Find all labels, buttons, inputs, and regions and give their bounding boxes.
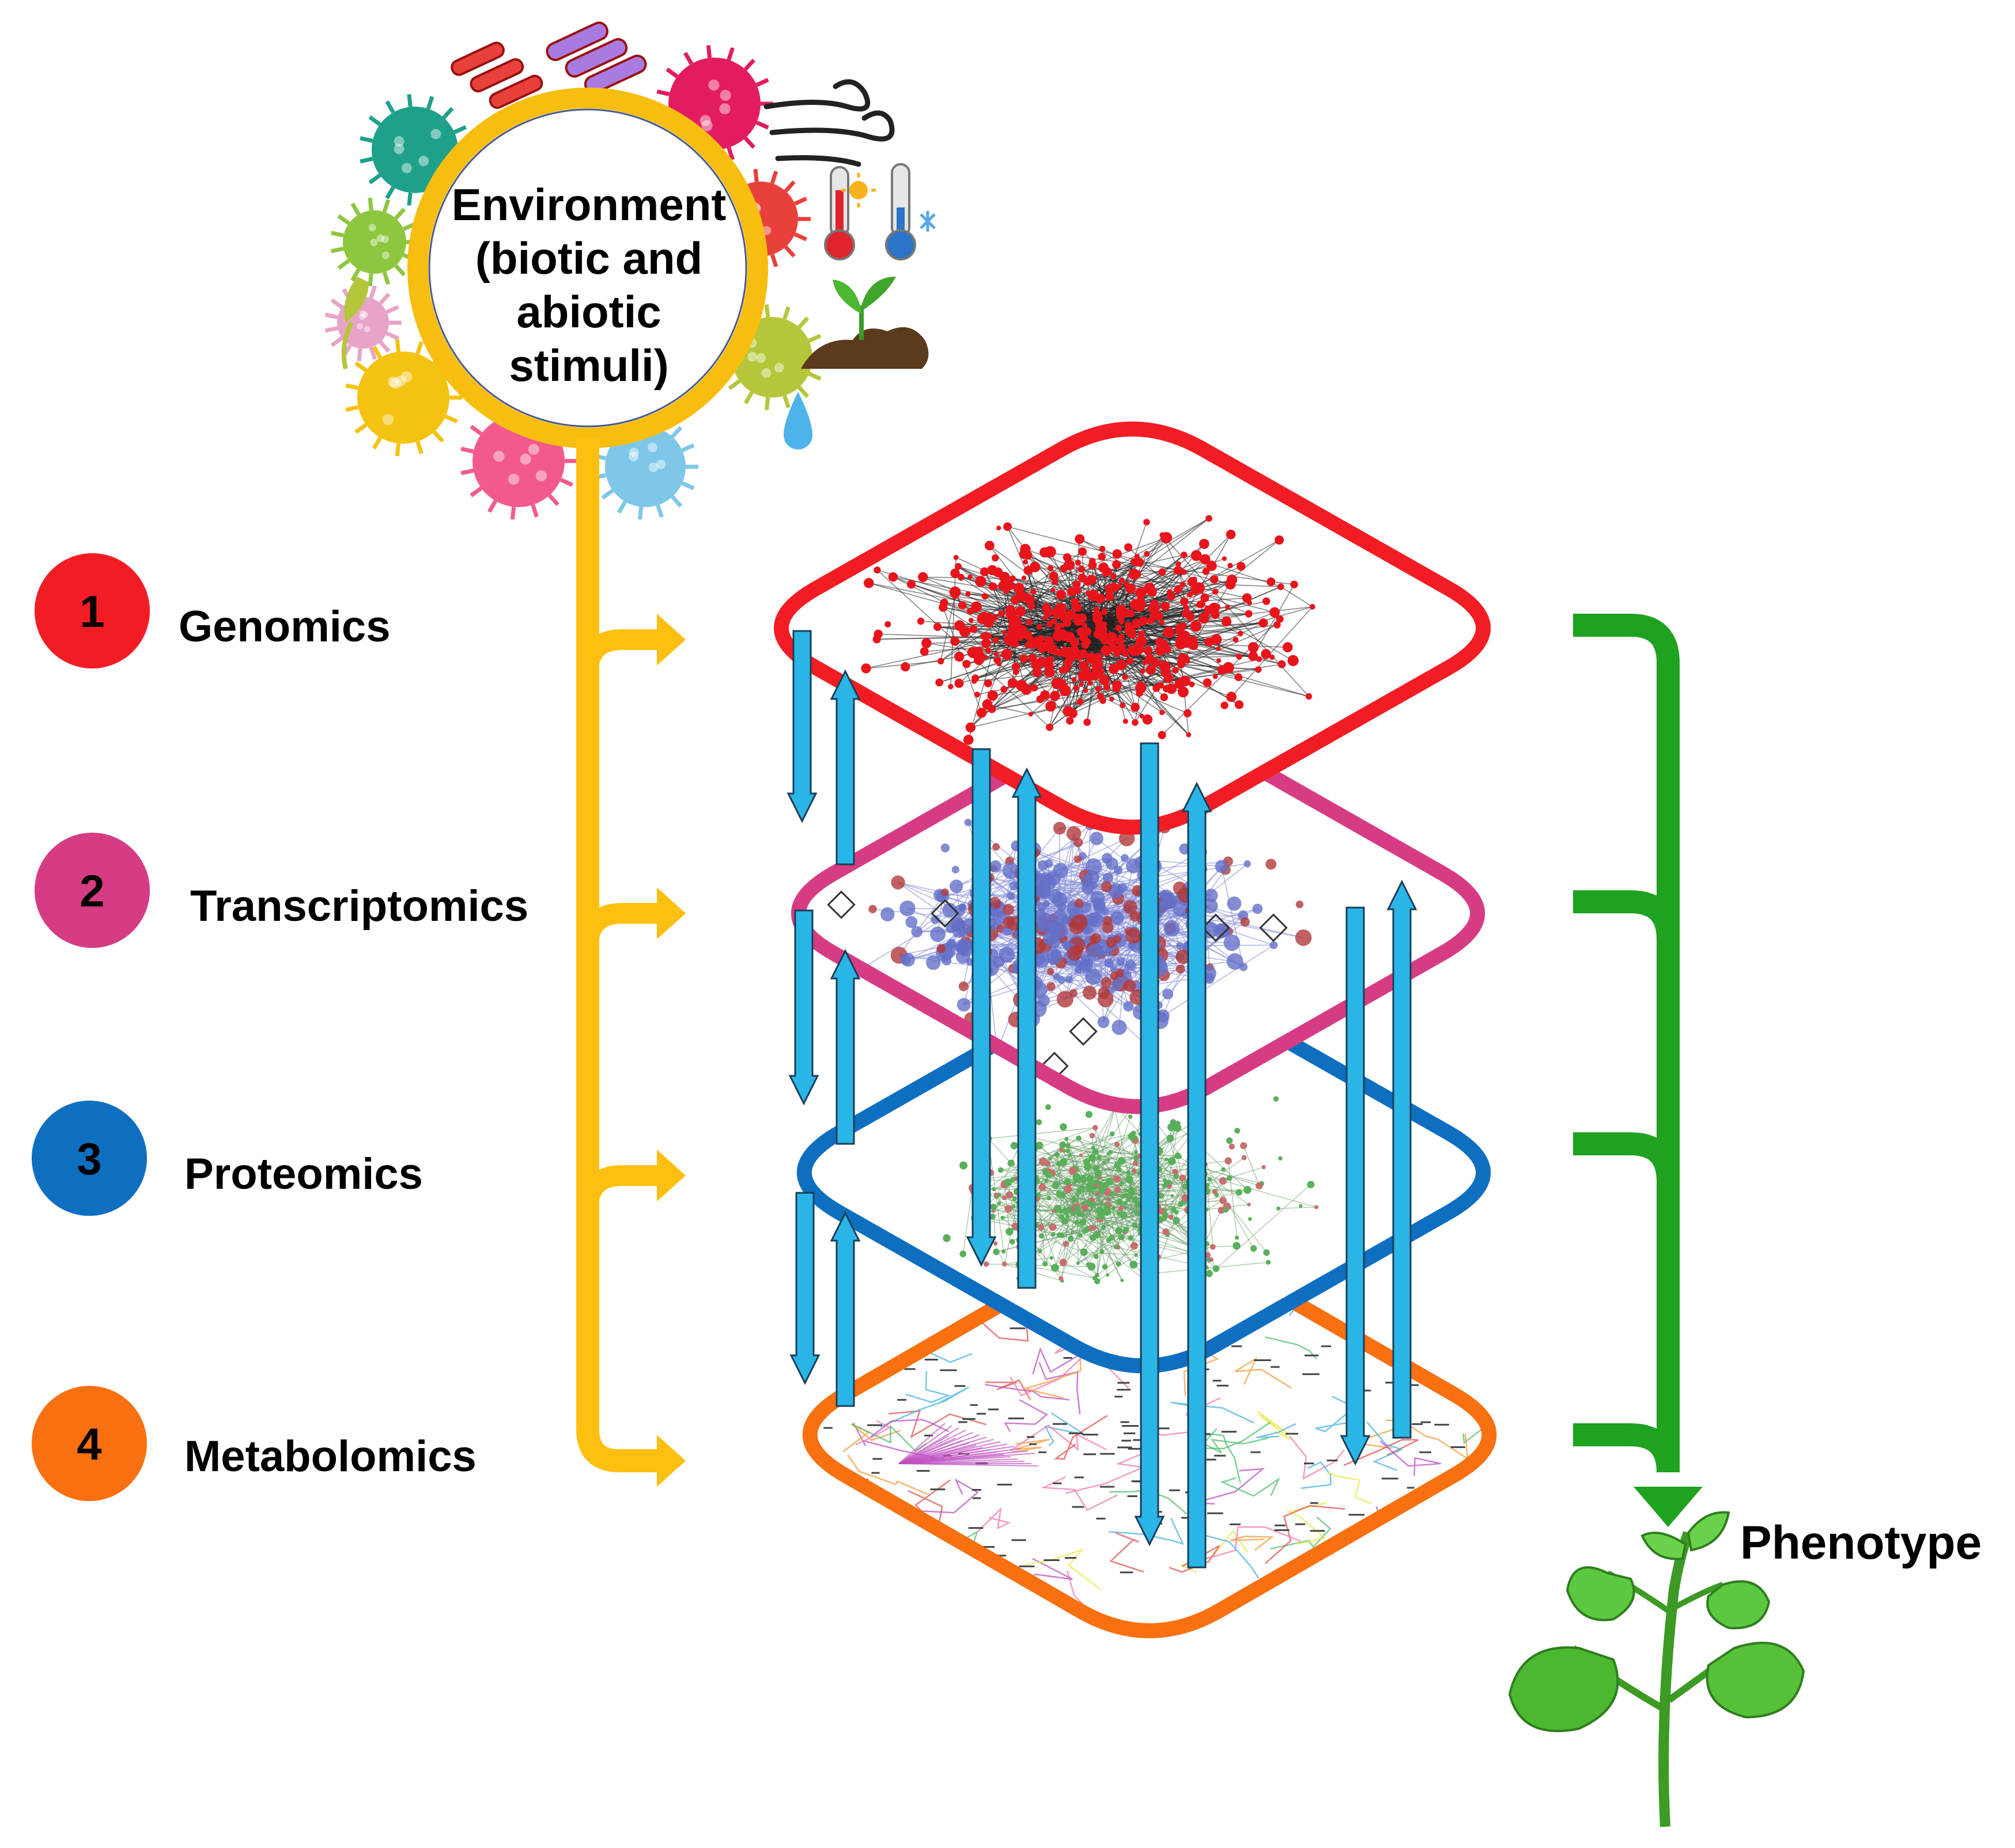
wind-icon <box>763 79 895 167</box>
omics-number-4: 4 <box>77 1419 101 1469</box>
environment-input-arrows <box>576 438 686 1487</box>
input-branch-3 <box>577 1165 660 1211</box>
environment-cluster: Environment (biotic and abiotic stimuli) <box>324 21 936 520</box>
omics-label-2: Transcriptomics <box>190 882 528 931</box>
cold-thermometer-icon <box>885 163 936 260</box>
up-flow-arrow <box>1011 767 1042 1289</box>
phenotype-label: Phenotype <box>1740 1517 1982 1569</box>
environment-trunk <box>576 438 660 1472</box>
omics-item-2: 2 Transcriptomics <box>35 833 528 948</box>
environment-line-1: Environment <box>452 179 727 230</box>
input-branch-1 <box>577 629 660 675</box>
input-arrow-head-1 <box>657 614 686 666</box>
up-flow-arrow <box>1386 879 1417 1439</box>
hot-thermometer-icon <box>824 166 876 260</box>
omics-item-4: 4 Metabolomics <box>32 1386 477 1501</box>
omics-item-3: 3 Proteomics <box>32 1101 423 1216</box>
genomics-network <box>861 515 1315 745</box>
omics-badge-1 <box>35 553 150 668</box>
phenotype-bracket <box>1573 614 1680 1473</box>
omics-badge-3 <box>32 1101 147 1216</box>
genomics-layer <box>773 421 1491 835</box>
down-flow-arrow <box>787 630 818 823</box>
inter-layer-flow-arrows <box>787 630 1417 1569</box>
input-arrow-head-3 <box>657 1150 686 1201</box>
up-flow-arrow <box>830 948 861 1145</box>
environment-line-4: stimuli) <box>509 340 668 391</box>
phenotype-arrow-head <box>1634 1487 1703 1527</box>
seedling-soil-icon <box>801 277 929 369</box>
input-arrow-head-2 <box>657 887 686 939</box>
spore-icon <box>344 277 369 323</box>
environment-inner-circle <box>428 108 747 428</box>
water-drop-icon <box>784 392 812 449</box>
omics-label-3: Proteomics <box>184 1150 423 1199</box>
omics-number-1: 1 <box>80 586 104 637</box>
omics-label-4: Metabolomics <box>184 1432 477 1481</box>
up-flow-arrow <box>830 669 861 866</box>
omics-number-2: 2 <box>80 866 104 916</box>
omics-badge-4 <box>32 1386 147 1501</box>
environment-line-3: abiotic <box>516 286 661 337</box>
microbe-icon <box>330 198 419 286</box>
omics-badge-2 <box>35 833 150 948</box>
omics-number-3: 3 <box>77 1133 101 1184</box>
plant-icon <box>1508 1511 1805 1827</box>
omics-item-1: 1 Genomics <box>35 553 390 668</box>
omics-label-1: Genomics <box>179 602 390 651</box>
down-flow-arrow <box>1340 906 1371 1466</box>
down-flow-arrow <box>788 909 819 1106</box>
input-arrow-head-4 <box>657 1435 686 1487</box>
environment-line-2: (biotic and <box>475 233 702 284</box>
down-flow-arrow <box>1134 742 1165 1547</box>
microbe-icon <box>460 402 577 520</box>
up-flow-arrow <box>1181 781 1212 1569</box>
microbe-icon <box>451 41 543 109</box>
up-flow-arrow <box>830 1211 861 1407</box>
microbe-icon <box>546 21 647 95</box>
microbe-icon <box>593 414 698 520</box>
down-flow-arrow <box>789 1192 821 1385</box>
down-flow-arrow <box>966 748 997 1267</box>
microbe-icon <box>345 339 462 456</box>
omics-legend: 1 Genomics 2 Transcriptomics 3 Proteomics 4 Met… <box>32 553 528 1501</box>
input-branch-2 <box>577 903 660 948</box>
